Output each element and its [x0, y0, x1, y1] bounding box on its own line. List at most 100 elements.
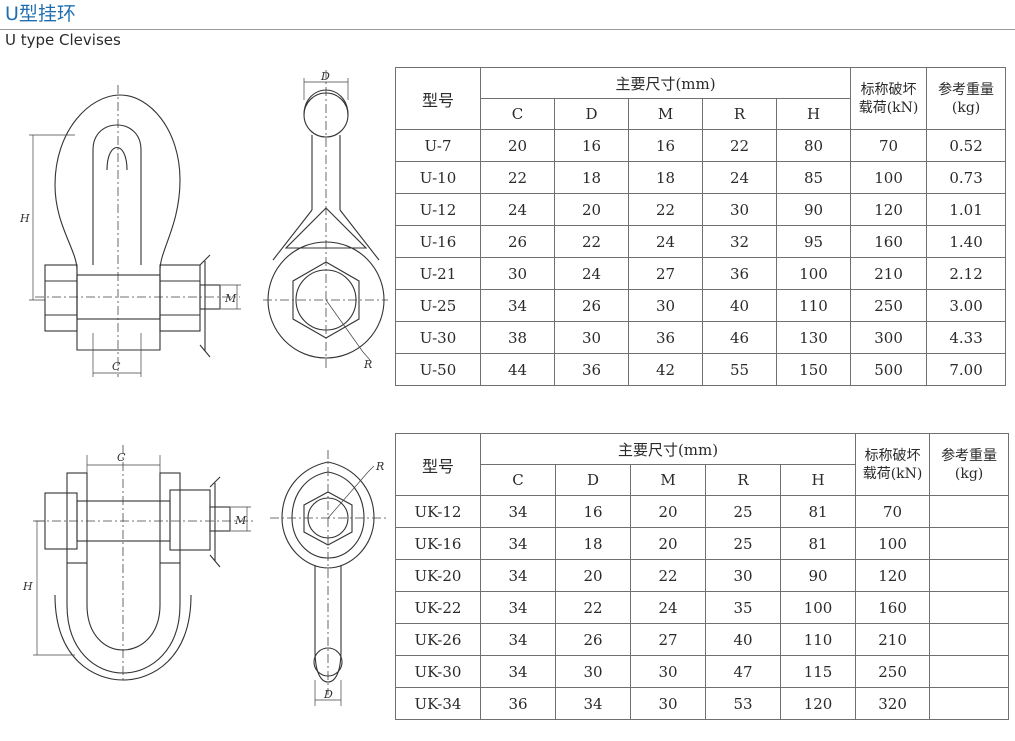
- cell-d: 26: [555, 623, 631, 656]
- label-D-bottom: D: [323, 688, 333, 701]
- uk-series-table: 型号 主要尺寸(mm) 标称破坏载荷(kN) 参考重量(kg) C D M R …: [395, 433, 1010, 720]
- cell-model: UK-34: [395, 687, 481, 720]
- page-subtitle: U type Clevises: [5, 31, 121, 49]
- cell-d: 26: [554, 289, 629, 322]
- cell-h: 100: [779, 591, 857, 624]
- header-D: D: [554, 98, 629, 130]
- cell-model: UK-26: [395, 623, 481, 656]
- header-main-dimensions: 主要尺寸(mm): [479, 433, 857, 465]
- cell-model: UK-12: [395, 495, 481, 528]
- uk-clevis-side-drawing: R D: [270, 450, 386, 706]
- cell-c: 34: [480, 495, 556, 528]
- cell-load: 320: [855, 687, 931, 720]
- header-R: R: [705, 464, 781, 496]
- cell-h: 115: [779, 655, 857, 688]
- cell-d: 20: [554, 193, 629, 226]
- cell-m: 27: [628, 257, 703, 290]
- cell-load: 300: [850, 321, 928, 354]
- cell-m: 22: [628, 193, 703, 226]
- header-M: M: [630, 464, 706, 496]
- cell-model: U-10: [395, 161, 481, 194]
- cell-c: 26: [480, 225, 555, 258]
- cell-weight: 0.73: [926, 161, 1007, 194]
- cell-h: 110: [775, 289, 852, 322]
- cell-m: 24: [628, 225, 703, 258]
- cell-c: 34: [480, 527, 556, 560]
- cell-c: 34: [480, 289, 555, 322]
- cell-h: 120: [779, 687, 857, 720]
- label-H: H: [19, 212, 30, 225]
- cell-model: U-30: [395, 321, 481, 354]
- cell-d: 22: [554, 225, 629, 258]
- cell-c: 24: [480, 193, 555, 226]
- cell-model: U-50: [395, 353, 481, 386]
- label-M-bottom: M: [234, 514, 247, 527]
- cell-weight: 3.00: [926, 289, 1007, 322]
- cell-model: U-21: [395, 257, 481, 290]
- cell-load: 210: [850, 257, 928, 290]
- u-clevis-front-drawing: H C M: [19, 85, 241, 377]
- header-weight: 参考重量(kg): [929, 433, 1010, 496]
- u-series-table: 型号 主要尺寸(mm) 标称破坏载荷(kN) 参考重量(kg) C D M R …: [395, 67, 1007, 386]
- cell-h: 81: [779, 527, 857, 560]
- cell-load: 120: [850, 193, 928, 226]
- cell-weight: 0.52: [926, 129, 1007, 162]
- cell-d: 16: [555, 495, 631, 528]
- cell-r: 25: [705, 527, 781, 560]
- cell-model: UK-20: [395, 559, 481, 592]
- header-C: C: [480, 98, 555, 130]
- cell-c: 34: [480, 591, 556, 624]
- label-R-bottom: R: [375, 460, 384, 473]
- cell-m: 16: [628, 129, 703, 162]
- cell-model: U-7: [395, 129, 481, 162]
- cell-h: 150: [775, 353, 852, 386]
- cell-weight: [929, 687, 1010, 720]
- cell-load: 250: [855, 655, 931, 688]
- cell-weight: [929, 559, 1010, 592]
- cell-c: 22: [480, 161, 555, 194]
- cell-m: 22: [630, 559, 706, 592]
- cell-weight: [929, 495, 1010, 528]
- cell-m: 20: [630, 495, 706, 528]
- cell-h: 130: [775, 321, 852, 354]
- cell-d: 34: [555, 687, 631, 720]
- cell-model: UK-16: [395, 527, 481, 560]
- cell-load: 250: [850, 289, 928, 322]
- header-H: H: [779, 464, 857, 496]
- cell-r: 46: [702, 321, 777, 354]
- cell-h: 100: [775, 257, 852, 290]
- cell-d: 30: [555, 655, 631, 688]
- header-breaking-load: 标称破坏载荷(kN): [855, 433, 931, 496]
- cell-load: 160: [855, 591, 931, 624]
- header-main-dimensions: 主要尺寸(mm): [479, 67, 852, 99]
- cell-r: 30: [705, 559, 781, 592]
- header-weight: 参考重量(kg): [926, 67, 1007, 130]
- cell-load: 100: [850, 161, 928, 194]
- cell-model: U-16: [395, 225, 481, 258]
- cell-r: 53: [705, 687, 781, 720]
- cell-load: 160: [850, 225, 928, 258]
- cell-model: U-12: [395, 193, 481, 226]
- cell-r: 24: [702, 161, 777, 194]
- title-rule: [0, 29, 1015, 30]
- header-model: 型号: [395, 433, 481, 496]
- cell-c: 44: [480, 353, 555, 386]
- cell-d: 20: [555, 559, 631, 592]
- cell-d: 16: [554, 129, 629, 162]
- cell-r: 25: [705, 495, 781, 528]
- cell-weight: [929, 591, 1010, 624]
- cell-model: UK-22: [395, 591, 481, 624]
- cell-load: 70: [855, 495, 931, 528]
